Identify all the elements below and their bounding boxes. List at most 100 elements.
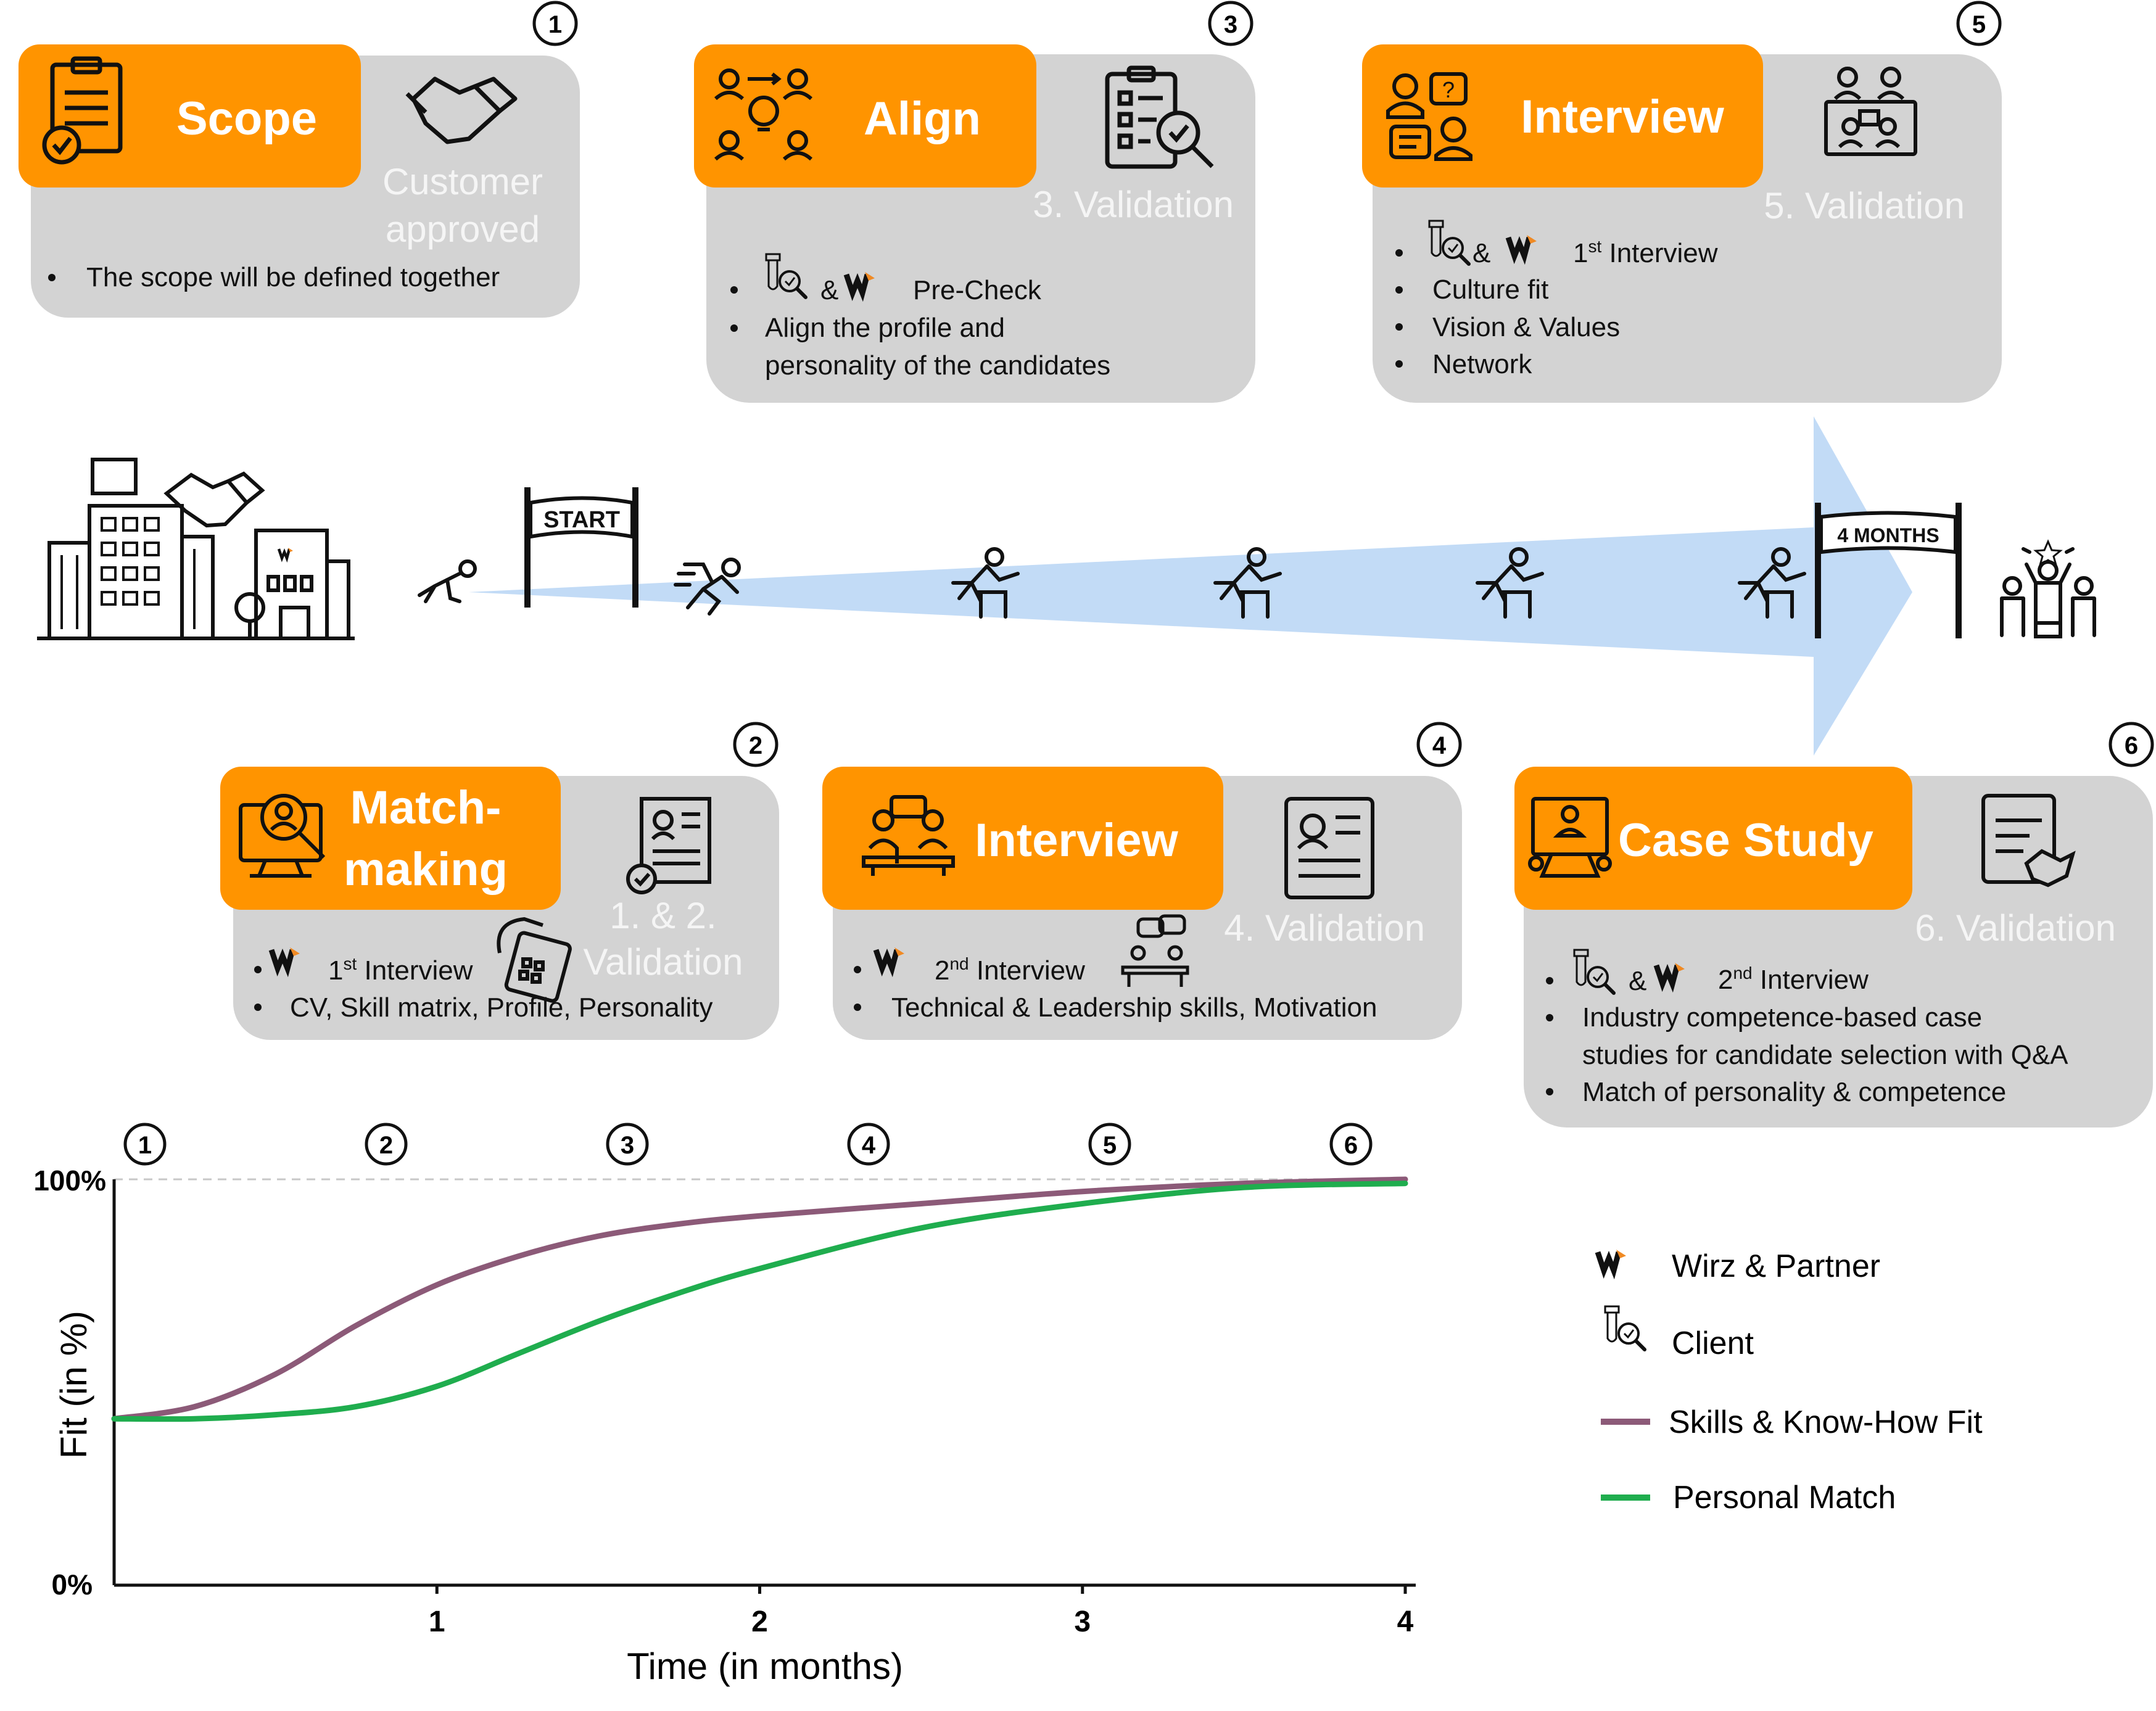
step-6-title: Case Study	[1618, 814, 1873, 867]
step-5-title: Interview	[1521, 91, 1724, 143]
step-5-number-badge	[1956, 1, 2002, 46]
start-gate: START	[524, 487, 638, 608]
hurdle-icon	[951, 547, 1020, 619]
legend-wirz: Wirz & Partner	[1672, 1248, 1880, 1284]
step-6-bullet-2b: studies for candidate selection with Q&A	[1582, 1040, 2068, 1070]
start-label: START	[543, 507, 620, 533]
handshake-icon	[405, 76, 518, 144]
client-icon	[1605, 1306, 1645, 1350]
interview-chat-icon: ?	[1386, 72, 1472, 161]
step-4-number: 4	[1432, 732, 1447, 759]
step-6-bullet-2a: Industry competence-based case	[1582, 1002, 1982, 1033]
step-2-validation-line-1: 1. & 2.	[609, 895, 716, 936]
legend: Wirz & Partner Client Skills & Know-How …	[1598, 1248, 1983, 1515]
phase-marker	[606, 1123, 649, 1166]
step-4-number-badge	[1416, 722, 1462, 767]
step-3-card: Align 3. Validation & Pre-Check Align th…	[694, 1, 1255, 403]
phase-marker-label: 6	[1344, 1132, 1358, 1159]
step-4-card: Interview 4. Validation 2nd Interview Te…	[822, 722, 1462, 1040]
hurdle-icon	[1476, 547, 1544, 619]
x-tick-label: 3	[1074, 1606, 1091, 1638]
step-3-bullet-2b: personality of the candidates	[765, 350, 1110, 381]
step-2-number-badge	[733, 722, 779, 767]
step-5-validation: 5. Validation	[1764, 185, 1965, 226]
step-2-title-line-2: making	[344, 843, 508, 896]
legend-client: Client	[1672, 1326, 1754, 1361]
phase-marker-label: 1	[138, 1132, 152, 1159]
x-tick-label: 2	[751, 1606, 768, 1638]
step-1-card: Scope Customer approved The scope will b…	[19, 1, 580, 318]
presentation-icon	[1528, 797, 1612, 878]
step-5-number: 5	[1972, 11, 1986, 38]
legend-personal: Personal Match	[1673, 1480, 1896, 1515]
step-3-validation: 3. Validation	[1033, 184, 1234, 225]
legend-skills: Skills & Know-How Fit	[1669, 1404, 1983, 1440]
step-1-validation-line-2: approved	[386, 208, 540, 250]
phase-marker	[365, 1123, 408, 1166]
step-6-bullet-1: 2nd Interview	[1718, 963, 1869, 995]
step-3-ampersand: &	[820, 275, 838, 305]
step-1-bullet-1: The scope will be defined together	[86, 262, 500, 292]
step-5-ampersand: &	[1472, 238, 1490, 268]
step-3-bullet-precheck: Pre-Check	[913, 275, 1042, 305]
meeting-board-icon	[1824, 67, 1917, 156]
sprinting-runner-icon	[674, 558, 741, 616]
step-1-title: Scope	[176, 93, 317, 145]
meeting-chat-icon	[1121, 914, 1189, 987]
profile-document-icon	[1284, 797, 1374, 899]
x-axis-label: Time (in months)	[627, 1646, 903, 1687]
step-3-number: 3	[1224, 11, 1237, 38]
series-line-skills	[111, 1176, 1408, 1422]
step-5-card: ? Interview 5. Validation & 1st Intervie…	[1362, 1, 2002, 403]
timeline: START	[37, 416, 2096, 756]
step-6-bullet-3: Match of personality & competence	[1582, 1077, 2006, 1107]
step-2-validation-line-2: Validation	[583, 941, 743, 983]
hurdle-icon	[1213, 547, 1282, 619]
buildings-handshake-icon	[37, 458, 355, 640]
step-5-bullet-2: Culture fit	[1432, 274, 1548, 305]
y-tick-label-top: 100%	[33, 1165, 106, 1197]
computer-search-icon	[239, 794, 326, 878]
x-tick-label: 4	[1397, 1606, 1414, 1638]
step-2-bullet-2: CV, Skill matrix, Profile, Personality	[290, 992, 712, 1023]
step-3-bullet-2a: Align the profile and	[765, 313, 1005, 343]
people-idea-icon	[714, 68, 813, 161]
x-tick-label: 1	[429, 1606, 445, 1638]
crouching-runner-icon	[418, 559, 477, 603]
hurdle-icon	[1738, 547, 1806, 619]
step-4-bullet-1: 2nd Interview	[935, 954, 1085, 986]
svg-text:?: ?	[1442, 77, 1455, 102]
wirz-partner-logo	[1598, 1250, 1626, 1271]
step-6-ampersand: &	[1629, 966, 1646, 996]
step-4-validation: 4. Validation	[1224, 907, 1425, 949]
step-6-validation: 6. Validation	[1915, 907, 2116, 949]
checklist-search-icon	[1105, 65, 1214, 169]
step-2-number: 2	[749, 732, 762, 759]
winner-team-icon	[2000, 539, 2096, 638]
y-axis-label: Fit (in %)	[53, 1311, 94, 1459]
progress-arrow	[469, 416, 1912, 756]
step-6-number-badge	[2109, 722, 2154, 767]
phase-marker	[847, 1123, 890, 1166]
step-5-bullet-4: Network	[1432, 349, 1532, 379]
phase-marker-label: 4	[862, 1132, 876, 1159]
step-3-number-badge	[1208, 1, 1254, 46]
series-line-personal	[111, 1181, 1408, 1422]
phase-marker-label: 3	[621, 1132, 634, 1159]
phase-marker	[1088, 1123, 1131, 1166]
step-2-card: Match- making 1. & 2. Validation 1st Int…	[220, 722, 779, 1040]
step-6-card: Case Study 6. Validation & 2nd Interview…	[1514, 722, 2154, 1128]
step-1-number: 1	[548, 11, 562, 38]
end-label: 4 MONTHS	[1837, 524, 1939, 546]
phase-marker	[123, 1123, 167, 1166]
step-4-bullet-2: Technical & Leadership skills, Motivatio…	[891, 992, 1377, 1023]
clipboard-check-icon	[42, 56, 123, 165]
wirz-partner-logo	[279, 548, 293, 558]
resume-check-icon	[626, 797, 711, 894]
step-5-bullet-3: Vision & Values	[1432, 312, 1620, 342]
telephone-icon	[497, 917, 572, 1003]
step-2-bullet-1: 1st Interview	[328, 954, 473, 986]
step-5-bullet-1: 1st Interview	[1573, 237, 1718, 268]
